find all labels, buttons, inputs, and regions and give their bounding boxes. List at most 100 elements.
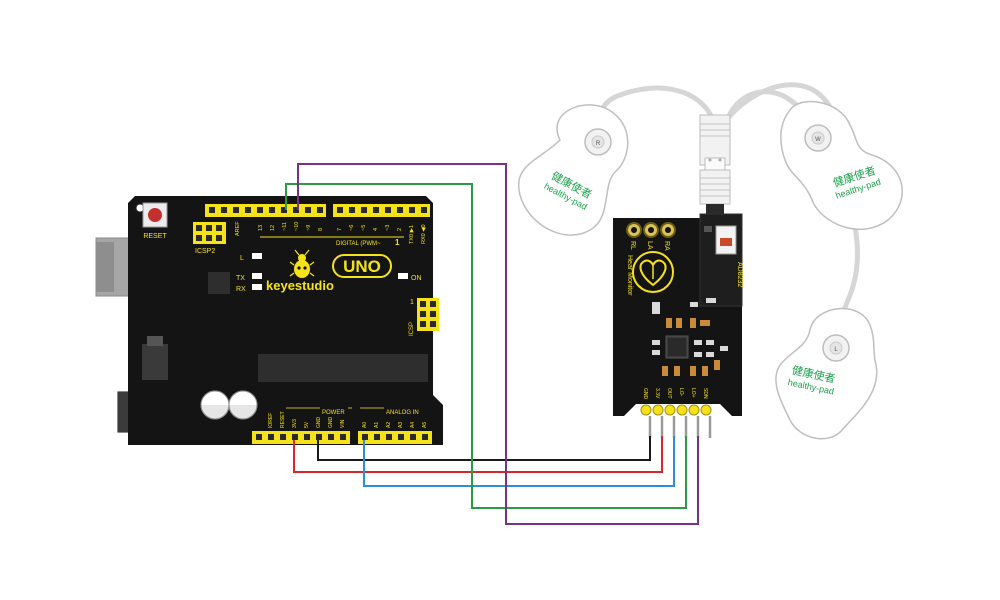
pin-label-10: ~10 (294, 222, 300, 231)
wires (285, 163, 699, 525)
icsp-header: 1 ICSP (409, 298, 439, 336)
header-pin (316, 434, 322, 440)
pin-label-2: 2 (397, 228, 403, 231)
jack-label-la: LA (646, 241, 653, 250)
pin-label-11: ~11 (282, 222, 288, 231)
audio-plug (699, 114, 731, 214)
wire-gnd-black (317, 436, 651, 461)
smd-components (652, 298, 728, 376)
pin-label-gnd-1: GND (316, 417, 322, 429)
header-pin (361, 207, 367, 213)
led-rx-label: RX (236, 286, 246, 293)
header-pin (422, 434, 428, 440)
led-tx-label: TX (236, 275, 245, 282)
pin-label-5: ~5 (361, 225, 367, 231)
aref-label: AREF (235, 221, 241, 236)
atmega-chip (258, 354, 428, 382)
pin-label-13: 13 (258, 225, 264, 231)
header-pin (421, 207, 427, 213)
pin-label-a4: A4 (410, 422, 416, 428)
heart-icon (632, 251, 674, 293)
header-pin (281, 207, 287, 213)
header-pin (349, 207, 355, 213)
usb-chip (208, 272, 230, 294)
jack-socket (699, 213, 743, 307)
pin-label-5v: 5V (304, 421, 310, 428)
pin-label-a0: A0 (362, 422, 368, 428)
voltage-regulator (142, 344, 168, 380)
pin-label-ioref: IOREF (268, 413, 274, 428)
header-pin (293, 207, 299, 213)
icsp2-header: ICSP2 (193, 222, 226, 255)
header-pin (209, 207, 215, 213)
jack-label-ra: RA (663, 241, 670, 251)
digital-header-right (333, 204, 430, 217)
module-pin-label-lo-plus: LO+ (690, 388, 696, 398)
jack-label-rl: RL (629, 241, 636, 250)
led-on: ON (398, 273, 422, 282)
capacitor-2 (228, 390, 258, 420)
pin-label-rx0: RX0 ◀0 (421, 224, 427, 244)
header-pin (410, 434, 416, 440)
module-pin-header (640, 404, 712, 438)
header-pin (268, 434, 274, 440)
header-pin (409, 207, 415, 213)
electrode-pad-r: R 健康使者 healthy-pad (517, 104, 629, 236)
analog-label: ANALOG IN (386, 410, 419, 416)
header-pin (328, 434, 334, 440)
header-pin (337, 207, 343, 213)
icsp-label: ICSP (409, 322, 415, 336)
reset-label: RESET (143, 233, 167, 240)
pin-label-9: ~9 (306, 225, 312, 231)
wire-a0-blue (363, 436, 675, 487)
module-pin-label-lo-minus: LO- (678, 388, 684, 397)
pin-label-reset: RESET (280, 411, 286, 428)
pin-label-12: 12 (270, 225, 276, 231)
wire-3v3-red (293, 436, 663, 473)
reset-button: RESET (142, 202, 168, 240)
header-pin (257, 207, 263, 213)
arduino-board: RESET ICSP2 AREF 13 12 ~11 ~10 (95, 196, 443, 445)
wire-d10-lo-minus-green (285, 183, 687, 509)
led-l-label: L (240, 255, 244, 262)
header-pin (374, 434, 380, 440)
led-rx: RX (236, 284, 262, 293)
pin-label-vin: VIN (340, 419, 346, 428)
icsp2-label: ICSP2 (195, 248, 215, 255)
led-l: L (240, 253, 262, 262)
pin-label-3v3: 3V3 (292, 419, 298, 428)
header-pin (269, 207, 275, 213)
board-pcb (128, 196, 443, 445)
header-pin (304, 434, 310, 440)
pin-label-a1: A1 (374, 422, 380, 428)
module-pin-label-gnd: GND (642, 388, 648, 400)
header-pin (305, 207, 311, 213)
pin-label-6: ~6 (349, 225, 355, 231)
icsp-pin1-label: 1 (410, 299, 414, 306)
module-pin-label-3v3: 3.3V (654, 388, 660, 399)
header-pin (386, 434, 392, 440)
electrode-pad-w: W 健康使者 healthy-pad (780, 100, 903, 230)
digital-header-left (205, 204, 326, 217)
header-pin (280, 434, 286, 440)
uno-logo: UNO (332, 254, 392, 278)
electrode-pad-l: L 健康使者 healthy-pad (775, 308, 878, 440)
digital-label-tail: 1 (395, 238, 400, 247)
header-pin (233, 207, 239, 213)
header-pin (221, 207, 227, 213)
pin-label-4: 4 (373, 228, 379, 231)
brand-text: keyestudio (266, 278, 334, 293)
chip-label: AD8232 (736, 262, 743, 287)
electrode-jacks: RL LA RA (626, 222, 676, 251)
header-pin (245, 207, 251, 213)
power-header (252, 431, 350, 444)
uno-text: UNO (343, 257, 381, 276)
pad-letter-w: W (815, 137, 821, 143)
header-pin (317, 207, 323, 213)
header-pin (362, 434, 368, 440)
pin-label-a2: A2 (386, 422, 392, 428)
pin-label-tx0: TX0 ▶1 (409, 225, 415, 244)
header-pin (340, 434, 346, 440)
led-on-label: ON (411, 275, 422, 282)
